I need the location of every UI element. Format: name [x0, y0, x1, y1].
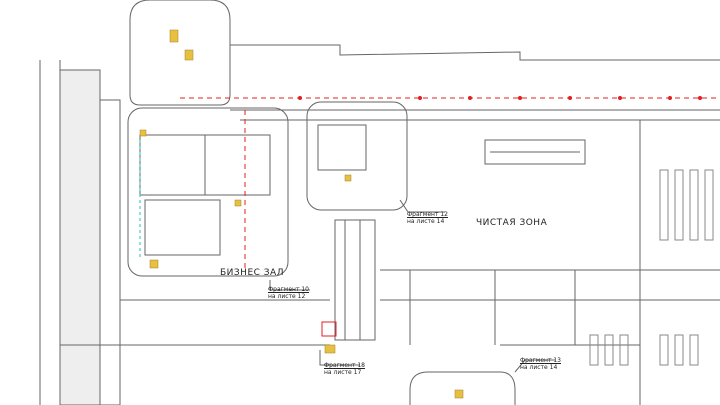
fragment-title: Фрагмент 12	[407, 211, 448, 218]
fragment-13-callout[interactable]: Фрагмент 13 на листе 14	[520, 357, 561, 371]
fragment-sheet: на листе 17	[324, 369, 362, 376]
fragment-12-callout[interactable]: Фрагмент 12 на листе 14	[407, 211, 448, 225]
fragment-title: Фрагмент 13	[520, 357, 561, 364]
clean-zone-label: ЧИСТАЯ ЗОНА	[476, 218, 548, 228]
fragment-sheet: на листе 12	[268, 293, 306, 300]
fragment-10-callout[interactable]: Фрагмент 10 на листе 12	[268, 286, 309, 300]
fragment-sheet: на листе 14	[407, 218, 445, 225]
fragment-title: Фрагмент 18	[324, 362, 365, 369]
fragment-sheet: на листе 14	[520, 364, 558, 371]
fragment-18-callout[interactable]: Фрагмент 18 на листе 17	[324, 362, 365, 376]
fragment-title: Фрагмент 10	[268, 286, 309, 293]
business-hall-label: БИЗНЕС ЗАЛ	[220, 268, 284, 278]
